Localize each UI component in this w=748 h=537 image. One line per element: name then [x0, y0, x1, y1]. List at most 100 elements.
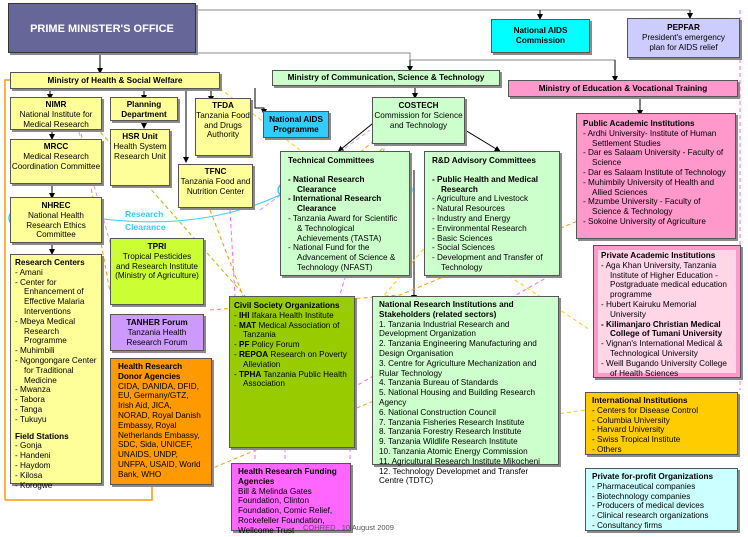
tfda-subtitle: Tanzania Food and Drugs Authority [196, 110, 250, 140]
research-clearance-line2: Clearance [125, 222, 166, 232]
cso-item: TPHA Tanzania Public Health Association [234, 370, 350, 390]
public-academic-item: Sokoine University of Agriculture [583, 217, 729, 227]
rd-item: Natural Resources [432, 204, 552, 214]
rd-item: Agriculture and Livestock [432, 194, 552, 204]
planning-department[interactable]: Planning Department [110, 97, 178, 121]
donors-title: Health Research Donor Agencies [118, 362, 183, 381]
research-centers-title: Research Centers [15, 258, 85, 267]
ministry-health-social-welfare[interactable]: Ministry of Health & Social Welfare [10, 72, 220, 89]
tc-item: Tanzania Award for Scientific & Technolo… [288, 214, 402, 243]
public-academic-institutions[interactable]: Public Academic Institutions Ardhi Unive… [576, 113, 736, 239]
tfda-title: TFDA [212, 101, 234, 110]
research-center-item: Ngongongare Center for Traditional Medic… [15, 356, 97, 385]
field-station-item: Handeni [15, 451, 97, 461]
technical-committees-title: Technical Committees [288, 156, 375, 165]
national-aids-commission[interactable]: National AIDS Commission [491, 19, 590, 53]
private-forprofit-item: Biotechnology companies [592, 492, 731, 502]
public-academic-item: Mzumbe University - Faculty of Science &… [583, 197, 729, 217]
health-research-funding-agencies[interactable]: Health Research Funding Agencies Bill & … [231, 463, 351, 535]
institution-item: 2. Tanzania Engineering Manufacturing an… [379, 339, 537, 358]
costech-subtitle: Commission for Science and Technology [374, 110, 463, 130]
mrcc-subtitle: Medical Research Coordination Committee [11, 151, 101, 171]
ministry-communication-science-technology[interactable]: Ministry of Communication, Science & Tec… [272, 70, 500, 86]
prime-ministers-office[interactable]: PRIME MINISTER'S OFFICE [8, 3, 196, 53]
tc-item: National Fund for the Advancement of Sci… [288, 243, 402, 272]
pmo-label: PRIME MINISTER'S OFFICE [30, 23, 174, 35]
costech[interactable]: COSTECH Commission for Science and Techn… [372, 97, 465, 144]
public-academic-item: Dar es Salaam Institute of Technology [583, 168, 729, 178]
tpri-subtitle: Tropical Pesticides and Research Institu… [115, 251, 199, 281]
field-stations-title: Field Stations [15, 431, 69, 441]
funding-body: Bill & Melinda Gates Foundation, Clinton… [238, 486, 333, 535]
public-academic-item: Dar es Salaam University - Faculty of Sc… [583, 148, 729, 168]
hsr-unit[interactable]: HSR Unit Health System Research Unit [110, 129, 170, 186]
international-title: International Institutions [592, 396, 688, 405]
institution-item: 1. Tanzania Industrial Research and Deve… [379, 319, 510, 339]
private-for-profit-organizations[interactable]: Private for-profit Organizations Pharmac… [585, 468, 738, 531]
public-academic-item: Muhimbily University of Health and Allie… [583, 178, 729, 198]
mocst-label: Ministry of Communication, Science & Tec… [287, 73, 485, 82]
cso-name: Tanzania Public Health Association [243, 369, 347, 389]
private-academic-item: Vignan's International Medical & Technol… [601, 339, 733, 359]
nhrec-subtitle: National Health Research Ethics Committe… [26, 210, 86, 240]
international-institutions[interactable]: International Institutions Centers for D… [585, 392, 738, 455]
research-clearance-label: Research Clearance [125, 209, 166, 232]
institution-item: 4. Tanzania Bureau of Standards [379, 378, 499, 388]
footer-credit: COHRED , 10 August 2009 [303, 523, 394, 532]
research-center-item: Center for Enhancement of Effective Mala… [15, 278, 97, 317]
rd-item: Social Sciences [432, 243, 552, 253]
rd-item: Industry and Energy [432, 214, 552, 224]
private-academic-item: Aga Khan University, Tanzania Institute … [601, 261, 733, 300]
nimr[interactable]: NIMR National Institute for Medical Rese… [10, 97, 102, 130]
private-academic-item: Hubert Kairuku Memorial University [601, 300, 733, 320]
international-item: Harvard University [592, 425, 731, 435]
tpri[interactable]: TPRI Tropical Pesticides and Research In… [110, 238, 204, 305]
pepfar-title: PEPFAR [667, 23, 700, 32]
cso-abbr: PF [239, 340, 250, 350]
institution-item: 11. Agricultural Research Institute Miko… [379, 456, 540, 466]
funding-title: Health Research Funding Agencies [238, 467, 337, 486]
public-academic-item: Ardhi University- Institute of Human Set… [583, 129, 729, 149]
moevt-label: Ministry of Education & Vocational Train… [538, 84, 708, 93]
technical-committees[interactable]: Technical Committees National Research C… [280, 151, 410, 276]
civil-society-title: Civil Society Organizations [234, 301, 340, 310]
tpri-title: TPRI [147, 242, 167, 251]
rd-item: Public Health and Medical Research [432, 175, 552, 195]
ministry-education-vocational-training[interactable]: Ministry of Education & Vocational Train… [508, 80, 738, 97]
tc-item: National Research Clearance [288, 175, 402, 195]
cso-item: REPOA Research on Poverty Alleviation [234, 350, 350, 370]
tanher-subtitle: Tanzania Health Research Forum [126, 327, 188, 347]
rd-item: Development and Transfer of Technology [432, 253, 552, 273]
tanher-forum[interactable]: TANHER Forum Tanzania Health Research Fo… [110, 314, 204, 351]
cso-name: Ifakara Health Institute [251, 310, 334, 320]
nhrec[interactable]: NHREC National Health Research Ethics Co… [10, 197, 102, 243]
planning-title: Planning Department [121, 100, 167, 119]
rd-item: Environmental Research [432, 224, 552, 234]
national-research-institutions[interactable]: National Research Institutions and Stake… [372, 296, 559, 485]
private-academic-item: Weill Bugando University College of Heal… [601, 359, 733, 379]
research-centers[interactable]: Research Centers Amani Center for Enhanc… [10, 254, 102, 490]
international-item: Others [592, 445, 731, 455]
nimr-title: NIMR [45, 100, 67, 109]
tfda[interactable]: TFDA Tanzania Food and Drugs Authority [195, 98, 251, 156]
rd-advisory-committees[interactable]: R&D Advisory Committees Public Health an… [424, 151, 560, 276]
research-center-item: Muhimbili [15, 346, 97, 356]
tfnc-title: TFNC [204, 167, 227, 176]
private-academic-institutions[interactable]: Private Academic Institutions Aga Khan U… [593, 245, 741, 378]
pepfar-subtitle: President's emergency plan for AIDS reli… [641, 32, 726, 52]
institution-item: 3. Centre for Agriculture Mechanization … [379, 358, 537, 378]
health-research-donor-agencies[interactable]: Health Research Donor Agencies CIDA, DAN… [110, 358, 212, 485]
field-station-item: Korogwe [15, 481, 97, 491]
private-forprofit-item: Consultancy firms [592, 521, 731, 531]
national-aids-programme[interactable]: National AIDS Programme [263, 111, 329, 138]
civil-society-organizations[interactable]: Civil Society Organizations IHI Ifakara … [229, 296, 355, 448]
research-center-item: Tabora [15, 395, 97, 405]
field-station-item: Kilosa [15, 471, 97, 481]
tfnc[interactable]: TFNC Tanzania Food and Nutrition Center [178, 164, 253, 208]
institution-item: 10. Tanzania Atomic Energy Commission [379, 446, 528, 456]
pepfar[interactable]: PEPFAR President's emergency plan for AI… [627, 18, 740, 58]
institution-item: 6. National Construction Council [379, 407, 496, 417]
mrcc[interactable]: MRCC Medical Research Coordination Commi… [10, 139, 102, 184]
institution-item: 5. National Housing and Building Researc… [379, 388, 536, 407]
research-center-item: Tanga [15, 405, 97, 415]
